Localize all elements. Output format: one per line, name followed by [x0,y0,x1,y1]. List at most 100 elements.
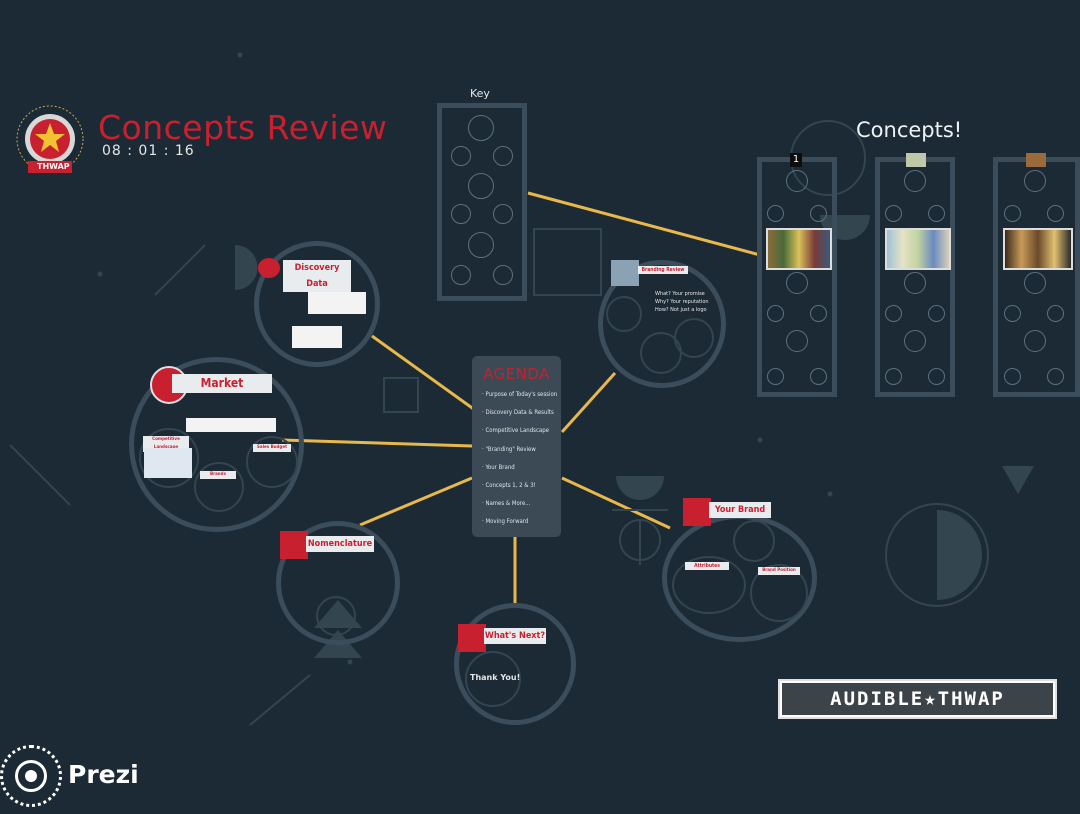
concept-node [810,305,827,322]
agenda-panel[interactable]: AGENDA · Purpose of Today's session · Di… [472,356,561,537]
concept-node [1004,205,1021,222]
agenda-item[interactable]: · Competitive Landscape [482,427,549,435]
concept-node [904,170,926,192]
concept-node [1024,170,1046,192]
connector-branding [560,371,617,434]
concept-2-image[interactable] [885,228,951,270]
concept-node [1047,305,1064,322]
attributes-label: Attributes [685,562,729,570]
market-label: Market [172,374,272,393]
connector-your-brand [561,476,671,530]
concept-node [885,305,902,322]
agenda-item-label: Names & More... [485,500,531,508]
concept-1-image[interactable] [766,228,832,270]
concept-node [786,330,808,352]
concept-node [810,205,827,222]
discovery-chart-2 [292,326,342,348]
agenda-item-label: "Branding" Review [485,445,536,453]
concept-node [767,305,784,322]
branding-line: What? Your promise [655,291,705,297]
branding-sub-1[interactable] [606,296,642,332]
concept-node [904,272,926,294]
badge-text: THWAP [37,162,70,171]
branding-sub-3[interactable] [674,318,714,358]
discovery-data-node[interactable] [254,241,380,367]
connector-nomenclature [359,476,473,527]
thwap-badge: THWAP [14,105,86,177]
agenda-item[interactable]: · Discovery Data & Results [482,409,554,417]
discovery-flag-icon [258,258,280,278]
agenda-item-label: Moving Forward [485,518,529,526]
market-node[interactable] [129,357,304,532]
page-title: Concepts Review [98,108,388,147]
key-node [493,146,513,166]
decor-fills [97,52,1034,665]
agenda-item[interactable]: · Purpose of Today's session [482,391,558,398]
key-node [468,232,494,258]
connector-discovery [371,334,476,412]
concept-2-thumb [906,153,926,167]
whats-next-square [458,624,486,652]
sales-node[interactable] [246,436,298,488]
concept-node [885,368,902,385]
thwap-badge-icon [16,105,84,173]
concept-node [1024,272,1046,294]
attributes-node[interactable] [672,556,746,614]
brand-position-node[interactable] [750,564,808,622]
agenda-title: AGENDA [483,365,550,383]
concept-node [786,272,808,294]
agenda-item[interactable]: · Names & More... [482,500,531,508]
concept-node [767,205,784,222]
concepts-title: Concepts! [856,118,963,142]
concept-node [1004,368,1021,385]
brand-position-label: Brand Position [758,567,800,575]
discovery-data-label: Discovery Data [283,260,351,292]
branding-review-node[interactable] [598,260,726,388]
key-node [493,204,513,224]
branding-thumb [611,260,639,286]
agenda-item[interactable]: · "Branding" Review [482,445,536,453]
your-brand-label: Your Brand [709,502,771,518]
key-frame[interactable] [437,103,527,301]
agenda-item[interactable]: · Moving Forward [482,518,529,526]
concept-node [786,170,808,192]
thank-you-node[interactable] [465,651,521,707]
competitive-table [144,448,192,478]
agenda-item[interactable]: · Your Brand [482,463,515,471]
concept-3-image[interactable] [1003,228,1073,270]
agenda-item-label: Discovery Data & Results [485,409,554,417]
connector-market [281,438,473,448]
audible-thwap-logo-inner: AUDIBLE★THWAP [782,683,1053,715]
agenda-item[interactable]: · Concepts 1, 2 & 3! [482,482,536,490]
brand-sub-node[interactable] [733,520,775,562]
concept-node [1004,305,1021,322]
concept-node [928,305,945,322]
thank-you-text: Thank You! [470,673,521,682]
brands-label: Brands [200,471,236,479]
nomenclature-node[interactable] [276,521,400,645]
agenda-item-label: Concepts 1, 2 & 3! [485,482,536,490]
concept-node [885,205,902,222]
branding-review-label: Branding Review [638,266,688,274]
competitive-node[interactable] [139,428,199,488]
prezi-label[interactable]: Prezi [68,760,139,789]
prezi-logo-icon[interactable] [0,745,62,807]
page-date: 08 : 01 : 16 [102,143,195,159]
your-brand-square [683,498,711,526]
brands-node[interactable] [194,462,244,512]
nomenclature-sub-node[interactable] [316,596,356,636]
concept-1-number: 1 [790,153,802,167]
sales-label: Sales Budget [253,444,291,452]
key-title: Key [467,87,493,100]
concept-node [1047,368,1064,385]
agenda-item-label: Your Brand [485,463,515,471]
concept-node [928,205,945,222]
concept-node [904,330,926,352]
connector-lines [281,191,761,605]
branding-line: How? Not just a logo [655,307,707,313]
concept-node [767,368,784,385]
key-node [451,265,471,285]
key-node [451,204,471,224]
whats-next-node[interactable] [454,603,576,725]
